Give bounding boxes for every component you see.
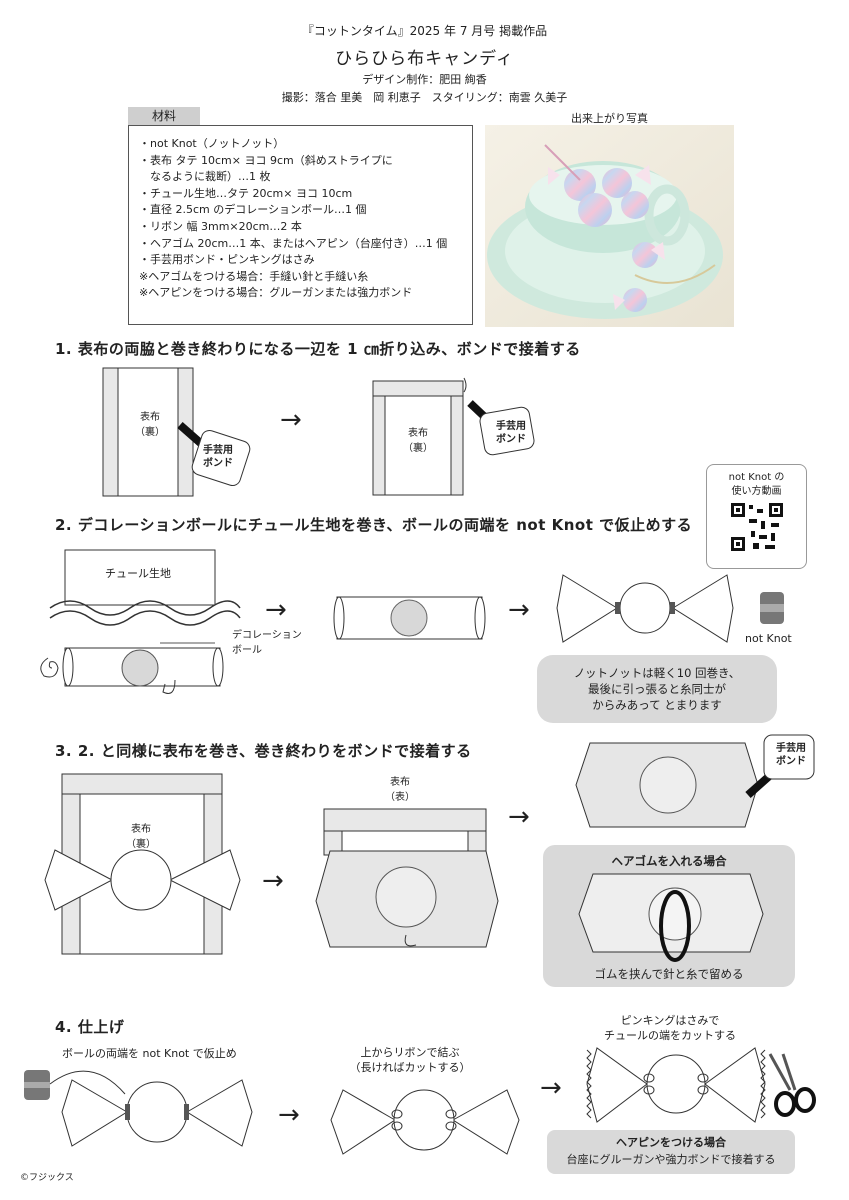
label-text: （裏） <box>135 427 165 438</box>
arrow-icon: → <box>508 595 530 625</box>
step-2-heading: 2. デコレーションボールにチュール生地を巻き、ボールの両端を not Knot… <box>55 516 693 534</box>
label-text: 上からリボンで結ぶ <box>360 1046 460 1059</box>
label-text: 手芸用 <box>496 421 526 432</box>
materials-tab: 材料 <box>128 107 200 125</box>
arrow-icon: → <box>540 1073 562 1103</box>
fabric-front-label: 表布 （表） <box>385 773 415 803</box>
step4-candy-b <box>330 1089 520 1155</box>
materials-list: ・not Knot（ノットノット） ・表布 タテ 10cm× ヨコ 9cm（斜め… <box>128 125 473 325</box>
material-item: なるように裁断）…1 枚 <box>139 170 271 184</box>
arrow-icon: → <box>278 1100 300 1130</box>
step3-fabric-diagram <box>44 773 241 955</box>
bond-label: 手芸用ボンド <box>776 742 806 768</box>
material-item: ・リボン 幅 3mm×20cm…2 本 <box>139 219 302 233</box>
label-text: ボンド <box>203 458 233 469</box>
step-4-heading: 4. 仕上げ <box>55 1018 125 1036</box>
step-1-heading: 1. 表布の両脇と巻き終わりになる一辺を 1 ㎝折り込み、ボンドで接着する <box>55 340 581 358</box>
bond-label: 手芸用ボンド <box>496 420 526 446</box>
arrow-icon: → <box>265 595 287 625</box>
label-text: （裏） <box>126 839 156 850</box>
finished-photo <box>485 125 734 327</box>
copyright: ©フジックス <box>20 1173 74 1183</box>
arrow-icon: → <box>262 866 284 896</box>
tip-text: 最後に引っ張ると糸同士が <box>588 682 726 696</box>
label-text: デコレーション <box>232 630 302 641</box>
label-text: 表布 <box>390 777 410 788</box>
label-text: 表布 <box>408 428 428 439</box>
material-item: ・チュール生地…タテ 20cm× ヨコ 10cm <box>139 186 353 200</box>
step2-rolled-diagram <box>333 596 486 640</box>
label-text: ピンキングはさみで <box>620 1014 720 1027</box>
material-item: ・表布 タテ 10cm× ヨコ 9cm（斜めストライプに <box>139 153 393 167</box>
material-item: ・直径 2.5cm のデコレーションボール…1 個 <box>139 203 367 217</box>
qr-label: not Knot の <box>728 472 785 483</box>
step1-folded-diagram <box>372 377 535 496</box>
page-title: ひらひら布キャンディ <box>335 49 514 69</box>
step2-tulle-diagram <box>40 549 241 694</box>
step4-candy-a <box>24 1070 253 1147</box>
label-text: ボンド <box>496 434 526 445</box>
step4-note-a: ボールの両端を not Knot で仮止め <box>62 1047 237 1060</box>
arrow-icon: → <box>508 802 530 832</box>
tulle-label: チュール生地 <box>105 567 171 580</box>
hairtie-note: ゴムを挟んで針と糸で留める <box>594 967 744 981</box>
bond-label: 手芸用ボンド <box>203 444 233 470</box>
label-text: （裏） <box>403 443 433 454</box>
label-text: ボール <box>232 645 262 656</box>
arrow-icon: → <box>280 405 302 435</box>
material-item: ※ヘアピンをつける場合：グルーガンまたは強力ボンド <box>139 286 413 300</box>
fabric-label: 表布 （裏） <box>403 424 433 454</box>
step4-note-b: 上からリボンで結ぶ （長ければカットする） <box>330 1045 490 1075</box>
tip-text: からみあって とまります <box>592 698 722 712</box>
label-text: （表） <box>385 792 415 803</box>
material-item: ・ヘアゴム 20cm…1 本、またはヘアピン（台座付き）…1 個 <box>139 236 448 250</box>
hairpin-title: ヘアピンをつける場合 <box>616 1136 726 1149</box>
fabric-label: 表布 （裏） <box>135 408 165 438</box>
step4-candy-c <box>586 1047 816 1123</box>
fabric-label: 表布 （裏） <box>126 820 156 850</box>
pinking-scissors-icon <box>768 1053 816 1117</box>
tip-text: ノットノットは軽く10 回巻き、 <box>573 666 741 680</box>
step1-fabric-diagram <box>102 367 251 497</box>
step3-glued-diagram <box>575 734 815 828</box>
design-credit: デザイン制作：肥田 絢香 <box>362 73 487 86</box>
step4-note-c: ピンキングはさみでチュールの端をカットする <box>585 1013 755 1043</box>
qr-label: 使い方動画 <box>731 486 782 497</box>
label-text: 手芸用 <box>776 743 806 754</box>
material-item: ※ヘアゴムをつける場合：手縫い針と手縫い糸 <box>139 269 369 283</box>
label-text: チュールの端をカットする <box>604 1029 736 1042</box>
label-text: ボンド <box>776 756 806 767</box>
qr-code-box[interactable]: not Knot の 使い方動画 <box>706 464 807 569</box>
material-item: ・手芸用ボンド・ピンキングはさみ <box>139 253 315 267</box>
hairtie-title: ヘアゴムを入れる場合 <box>611 854 727 868</box>
label-text: （長ければカットする） <box>349 1061 471 1074</box>
deco-ball-label: デコレーションボール <box>232 628 302 658</box>
label-text: 表布 <box>140 412 160 423</box>
qr-code-icon[interactable] <box>730 503 783 551</box>
hairpin-note: 台座にグルーガンや強力ボンドで接着する <box>566 1153 776 1166</box>
step-3-heading: 3. 2. と同様に表布を巻き、巻き終わりをボンドで接着する <box>55 742 472 760</box>
material-item: ・not Knot（ノットノット） <box>139 137 285 150</box>
magazine-credit: 『コットンタイム』2025 年 7 月号 掲載作品 <box>301 24 548 38</box>
notknot-label: not Knot <box>745 632 792 645</box>
step3-wrapped-diagram <box>315 808 499 948</box>
label-text: 表布 <box>131 824 151 835</box>
hairtie-diagram <box>578 873 764 962</box>
photo-credits: 撮影：落合 里美 岡 利恵子 スタイリング：南雲 久美子 <box>281 91 568 104</box>
photo-label: 出来上がり写真 <box>571 112 648 125</box>
notknot-tip-bubble: ノットノットは軽く10 回巻き、 最後に引っ張ると糸同士が からみあって とまり… <box>537 655 777 723</box>
hairpin-panel: ヘアピンをつける場合 台座にグルーガンや強力ボンドで接着する <box>547 1130 795 1174</box>
step2-tied-diagram <box>556 574 784 643</box>
label-text: 手芸用 <box>203 445 233 456</box>
